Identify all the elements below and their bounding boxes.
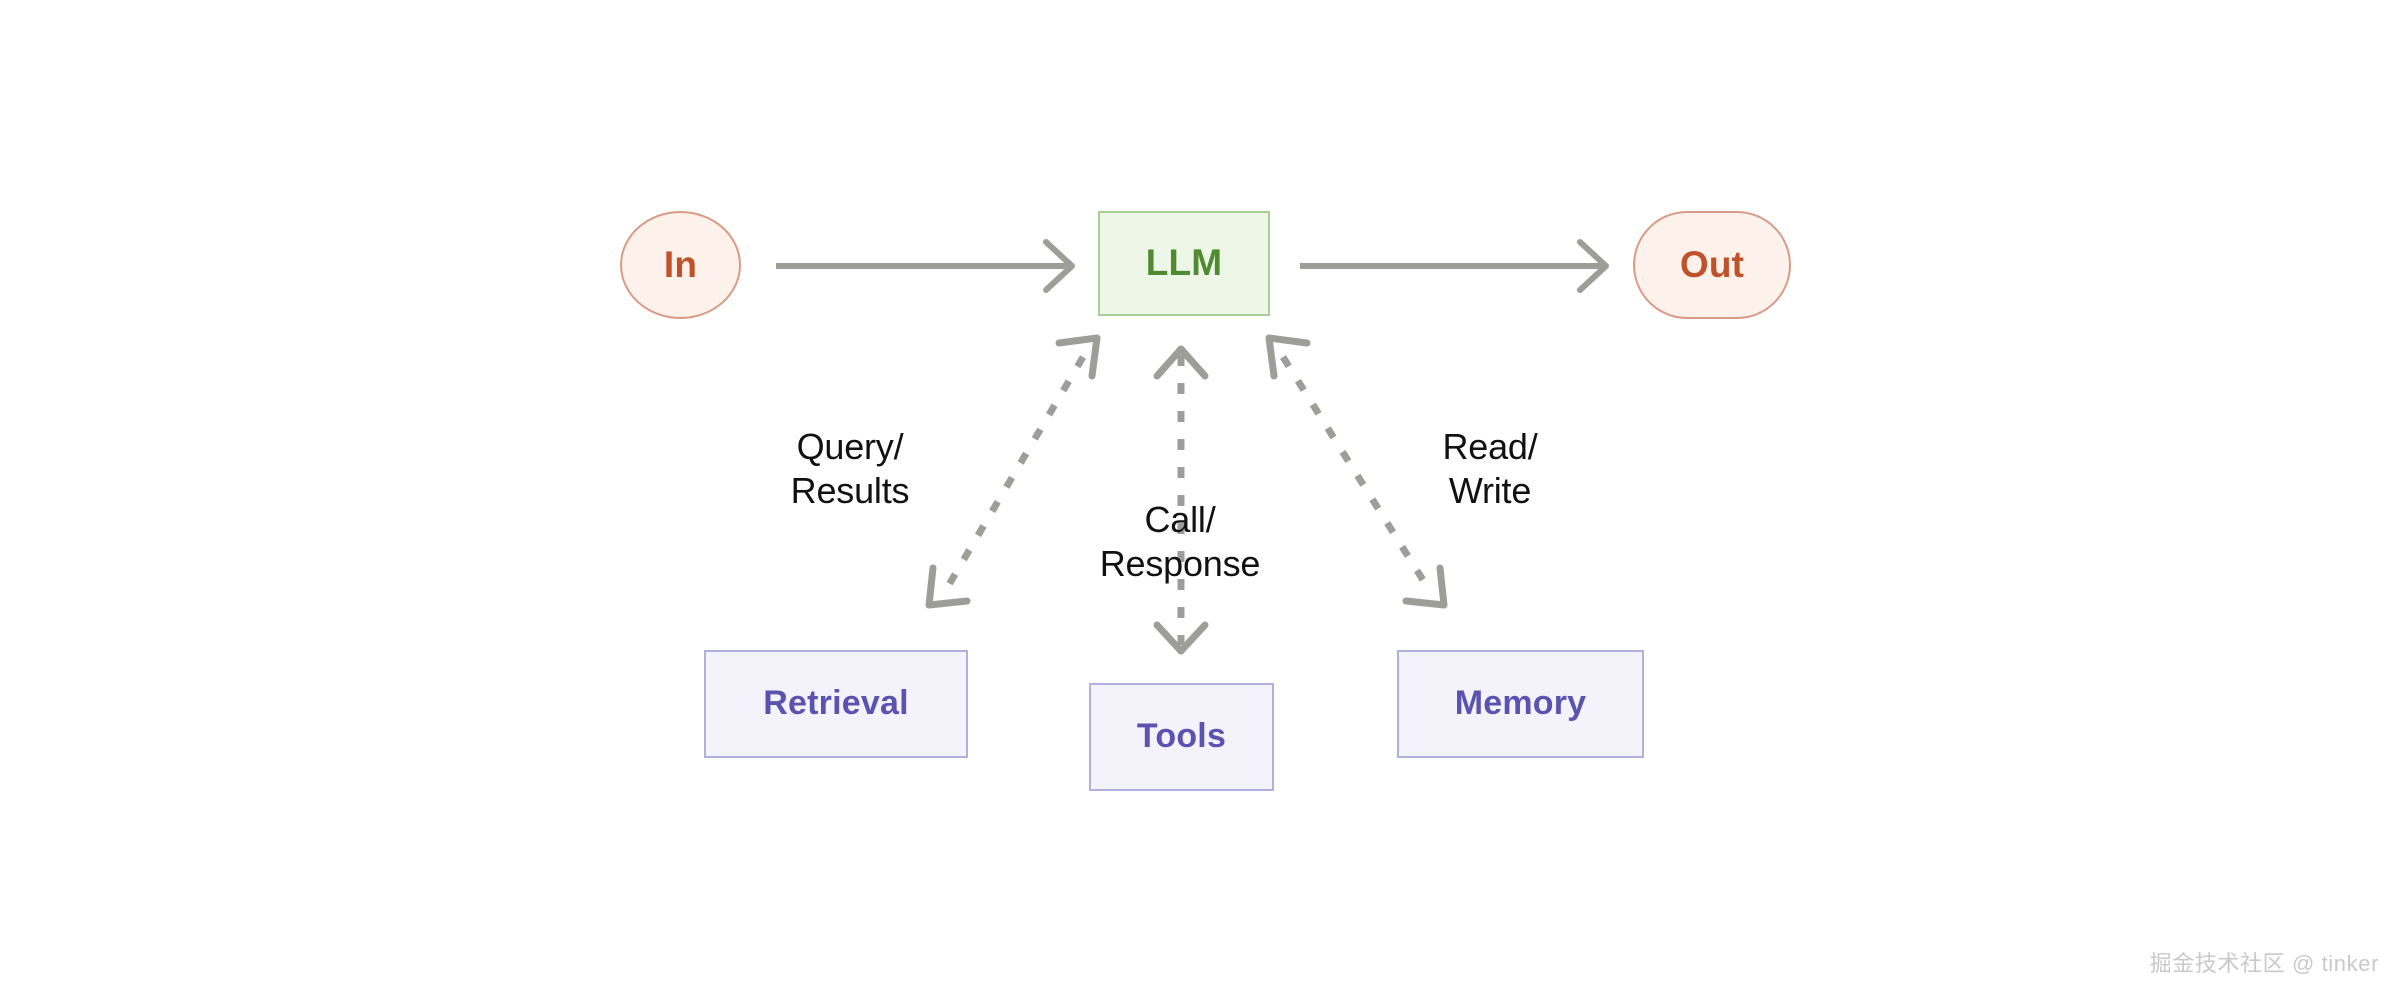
edge-llm-to-out [1300, 239, 1609, 293]
node-tools[interactable]: Tools [1089, 683, 1274, 791]
node-input[interactable]: In [620, 211, 741, 319]
node-memory[interactable]: Memory [1397, 650, 1644, 758]
edge-label-call-response: Call/ Response [1099, 499, 1261, 584]
node-output[interactable]: Out [1633, 211, 1791, 319]
node-retrieval[interactable]: Retrieval [704, 650, 968, 758]
edge-label-read-write: Read/ Write [1442, 426, 1538, 511]
edge-label-query-results: Query/ Results [790, 426, 910, 511]
edge-in-to-llm [776, 239, 1075, 293]
node-llm[interactable]: LLM [1098, 211, 1270, 316]
watermark: 掘金技术社区 @ tinker [2149, 951, 2379, 976]
